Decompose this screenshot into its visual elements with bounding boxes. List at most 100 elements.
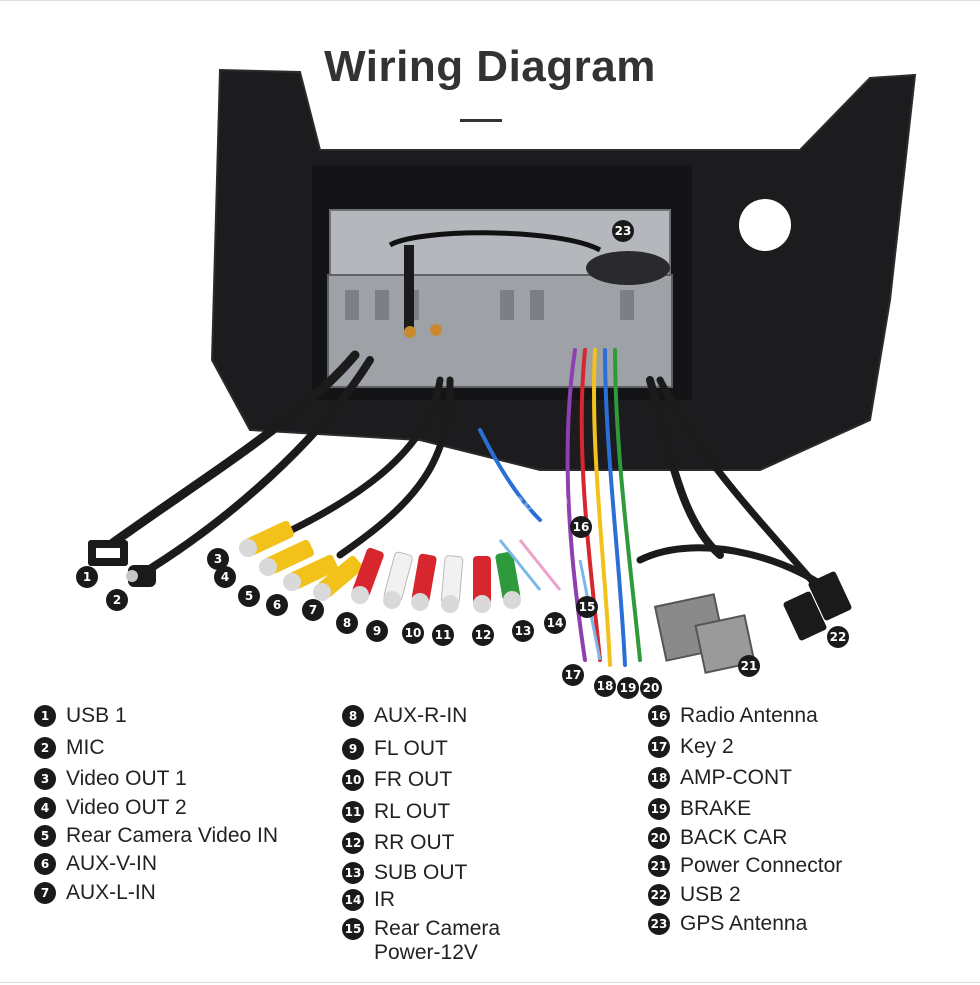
legend-label: Key 2 [680, 735, 734, 758]
legend-number: 4 [34, 797, 56, 819]
legend-number: 22 [648, 884, 670, 906]
legend-item-11: 11 RL OUT [342, 800, 450, 824]
legend-number: 13 [342, 862, 364, 884]
legend-item-1: 1 USB 1 [34, 704, 127, 728]
legend-label: Rear Camera Power-12V [374, 917, 501, 964]
legend-label: IR [374, 888, 395, 911]
callout-1: 1 [76, 566, 98, 588]
callout-8: 8 [336, 612, 358, 634]
callout-16: 16 [570, 516, 592, 538]
legend-label: USB 2 [680, 883, 741, 906]
legend-label: FR OUT [374, 768, 453, 791]
legend-item-20: 20 BACK CAR [648, 826, 787, 850]
callout-12: 12 [472, 624, 494, 646]
callout-4: 4 [214, 566, 236, 588]
callout-11: 11 [432, 624, 454, 646]
power-connector [653, 593, 756, 674]
callout-6: 6 [266, 594, 288, 616]
legend-number: 17 [648, 736, 670, 758]
legend-label: USB 1 [66, 704, 127, 727]
legend-label: BRAKE [680, 797, 752, 820]
legend-number: 8 [342, 705, 364, 727]
legend-item-10: 10 FR OUT [342, 768, 452, 792]
callout-15: 15 [576, 596, 598, 618]
legend-number: 14 [342, 889, 364, 911]
legend-number: 3 [34, 768, 56, 790]
callout-14: 14 [544, 612, 566, 634]
legend-number: 20 [648, 827, 670, 849]
legend-label: Radio Antenna [680, 704, 818, 727]
rca-plugs [239, 520, 521, 613]
legend-number: 10 [342, 769, 364, 791]
legend-label: Video OUT 1 [66, 767, 187, 790]
legend-number: 1 [34, 705, 56, 727]
watermark: Seicane [470, 486, 568, 516]
callout-3: 3 [207, 548, 229, 570]
stereo-wiring-illustration: Seicane [88, 68, 917, 674]
usb2-connector [783, 591, 827, 641]
callout-9: 9 [366, 620, 388, 642]
gps-module [586, 251, 670, 285]
legend-number: 16 [648, 705, 670, 727]
legend-item-17: 17 Key 2 [648, 735, 734, 759]
legend-label: Power Connector [680, 854, 843, 877]
legend-label: FL OUT [374, 737, 448, 760]
legend-number: 19 [648, 798, 670, 820]
legend-item-2: 2 MIC [34, 736, 105, 760]
page-title: Wiring Diagram [324, 42, 656, 91]
legend-number: 23 [648, 913, 670, 935]
legend-item-6: 6 AUX-V-IN [34, 852, 157, 876]
gps-cable-coil [388, 230, 602, 253]
legend-item-18: 18 AMP-CONT [648, 766, 792, 790]
legend-label: GPS Antenna [680, 912, 808, 935]
callout-22: 22 [827, 626, 849, 648]
legend-number: 11 [342, 801, 364, 823]
top-divider [0, 0, 980, 1]
legend-number: 12 [342, 832, 364, 854]
legend-label: AUX-V-IN [66, 852, 158, 875]
legend-label: AMP-CONT [680, 766, 792, 789]
callout-19: 19 [617, 677, 639, 699]
legend-number: 6 [34, 853, 56, 875]
legend-number: 21 [648, 855, 670, 877]
legend-label: BACK CAR [680, 826, 788, 849]
legend-item-13: 13 SUB OUT [342, 861, 467, 885]
legend-label: AUX-L-IN [66, 881, 156, 904]
legend-item-22: 22 USB 2 [648, 883, 741, 907]
legend-item-15: 15 Rear Camera Power-12V [342, 917, 500, 965]
mic-plug [128, 565, 156, 587]
legend-label: RL OUT [374, 800, 451, 823]
callout-2: 2 [106, 589, 128, 611]
black-harness-cables [105, 350, 844, 604]
legend-item-23: 23 GPS Antenna [648, 912, 807, 936]
legend-label: SUB OUT [374, 861, 468, 884]
legend-item-19: 19 BRAKE [648, 797, 751, 821]
legend-number: 15 [342, 918, 364, 940]
callout-18: 18 [594, 675, 616, 697]
legend-number: 2 [34, 737, 56, 759]
callout-23: 23 [612, 220, 634, 242]
legend-number: 18 [648, 767, 670, 789]
legend-label: AUX-R-IN [374, 704, 468, 727]
legend-item-7: 7 AUX-L-IN [34, 881, 156, 905]
callout-17: 17 [562, 664, 584, 686]
callout-10: 10 [402, 622, 424, 644]
legend-item-21: 21 Power Connector [648, 854, 842, 878]
legend-number: 5 [34, 825, 56, 847]
legend-label: Rear Camera Video IN [66, 824, 279, 847]
callout-7: 7 [302, 599, 324, 621]
colored-power-wires [478, 348, 642, 667]
callout-20: 20 [640, 677, 662, 699]
legend-label: MIC [66, 736, 105, 759]
frame-mount-hole [739, 199, 791, 251]
wifi-antenna [404, 245, 414, 330]
legend-item-16: 16 Radio Antenna [648, 704, 818, 728]
title-underline [460, 119, 502, 122]
callout-5: 5 [238, 585, 260, 607]
legend-item-5: 5 Rear Camera Video IN [34, 824, 278, 848]
callout-13: 13 [512, 620, 534, 642]
legend-item-3: 3 Video OUT 1 [34, 767, 187, 791]
legend-number: 7 [34, 882, 56, 904]
